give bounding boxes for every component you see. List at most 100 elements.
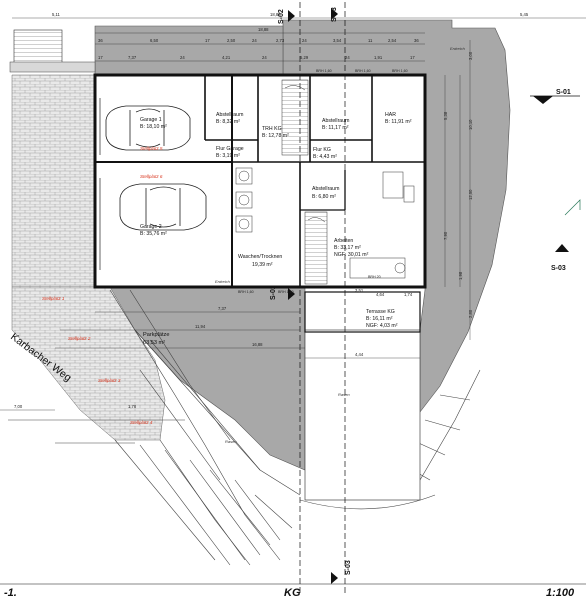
dim-mid: 4,64	[376, 292, 385, 297]
dim-mid: 1,74	[404, 292, 413, 297]
parking-labels: Stellplatz 5 Stellplatz 6 Stellplatz 1 S…	[42, 146, 163, 425]
room-name: Arbeiten	[334, 238, 353, 244]
dim-b: 4,21	[222, 55, 231, 60]
room-area: B: 18,10 m²	[140, 124, 167, 130]
driveway-paving	[8, 289, 481, 566]
dim-top-left: 5,11	[52, 12, 61, 17]
room-area: B: 16,11 m²	[366, 316, 393, 322]
room-area: 19,39 m²	[252, 262, 273, 268]
dim-b: 24	[180, 55, 185, 60]
room-area: B: 33,17 m²	[334, 245, 361, 251]
dim-b: 24	[345, 55, 350, 60]
section-label: S-03	[345, 560, 352, 575]
dim-mid: 11,94	[195, 324, 206, 329]
entry-stairs	[9, 29, 96, 73]
room-area: B: 35,76 m²	[140, 231, 167, 237]
parking-label: Stellplatz 5	[140, 146, 163, 151]
room-name: Abstellraum	[216, 112, 243, 118]
dim-a: 36	[98, 38, 103, 43]
brh-label: BRH 1,60	[238, 290, 254, 294]
terrain-fill	[94, 19, 511, 471]
dim-bottom: 1,78	[128, 404, 137, 409]
dim-mid: 7,37	[218, 306, 227, 311]
terrain-label: Erdreich	[450, 46, 466, 51]
room-area: B: 11,91 m²	[385, 119, 412, 125]
section-label: S-01	[556, 89, 571, 96]
sheet-number: -1.	[4, 587, 17, 599]
north-hint	[564, 199, 581, 216]
dim-b: 17	[98, 55, 103, 60]
dim-a: 3,54	[333, 38, 342, 43]
dim-right: 12,50	[468, 189, 473, 200]
parking-label: Stellplatz 2	[68, 336, 91, 341]
room-area: B: 8,32 m²	[216, 119, 240, 125]
room-name: Parkplätze	[143, 332, 169, 338]
parking-label: Stellplatz 1	[42, 296, 65, 301]
room-area-ngf: NGF: 4,03 m²	[366, 323, 398, 329]
section-label: S-03	[551, 265, 566, 272]
room-name: Garage 2	[140, 224, 162, 230]
dim-b: 1,91	[374, 55, 383, 60]
dim-b: 17	[410, 55, 415, 60]
dim-right: 10,10	[468, 119, 473, 130]
room-name: Flur KG	[313, 147, 331, 153]
room-name: Terrasse KG	[366, 309, 395, 315]
dimension-lines	[0, 17, 586, 411]
dim-a: 24	[252, 38, 257, 43]
dim-a: 6,50	[150, 38, 159, 43]
dim-a: 2,50	[227, 38, 236, 43]
room-name: Garage 1	[140, 117, 162, 123]
car-garage-2	[119, 183, 207, 231]
dim-right: 1,98	[458, 271, 463, 280]
lawn-label: Rasen	[338, 392, 350, 397]
brh-label: BRH 1,60	[316, 69, 332, 73]
dim-top-right: 5,45	[520, 12, 529, 17]
dim-top-overall: 18,88	[270, 12, 281, 17]
room-area: B: 11,17 m²	[322, 125, 349, 131]
office-furniture	[349, 171, 415, 279]
dim-b: 24	[262, 55, 267, 60]
section-label: S-03	[331, 7, 338, 22]
brh-label: BRH 1,60	[355, 69, 371, 73]
dim-a: 2,54	[388, 38, 397, 43]
floor-label: KG	[284, 587, 301, 599]
laundry-fixtures	[235, 167, 253, 233]
room-area: B: 4,43 m²	[313, 154, 337, 160]
dim-a: 36	[414, 38, 419, 43]
dim-a: 17	[205, 38, 210, 43]
dim-right: 2,80	[468, 309, 473, 318]
dim-right: 5,38	[443, 111, 448, 120]
section-arrows	[288, 8, 569, 584]
room-area: B: 12,78 m²	[262, 133, 289, 139]
dim-b: 5,29	[300, 55, 309, 60]
section-label: S-02	[278, 9, 285, 24]
car-garage-1	[105, 105, 191, 151]
room-name: Abstellraum	[322, 118, 349, 124]
dim-a: 2,73	[276, 38, 285, 43]
site-labels: Erdreich Erdreich Rasen Rasen BRH 1,60 B…	[215, 46, 466, 444]
dim-mid: 4,44	[355, 352, 364, 357]
dim-inner-top: 18,88	[258, 27, 269, 32]
dim-a: 24	[302, 38, 307, 43]
brh-label: BRH 1,60	[392, 69, 408, 73]
parking-label: Stellplatz 3	[98, 378, 121, 383]
dim-mid: 3,51	[355, 288, 364, 293]
brh-label: BRH 1,60	[278, 290, 294, 294]
room-name: Flur Garage	[216, 146, 244, 152]
scale-label: 1:100	[546, 587, 575, 599]
parking-label: Stellplatz 4	[130, 420, 153, 425]
parking-label: Stellplatz 6	[140, 174, 163, 179]
room-area-ngf: NGF: 30,01 m²	[334, 252, 369, 258]
dim-a: 11	[368, 38, 373, 43]
terrain-label: Erdreich	[215, 279, 231, 284]
lawn-area	[304, 329, 421, 501]
section-label: S-02	[270, 285, 277, 300]
room-name: TRH KG	[262, 126, 282, 132]
brh-label: BRH 20	[368, 275, 381, 279]
dim-mid: 16,88	[252, 342, 263, 347]
interior-stair	[281, 79, 328, 285]
room-area: B: 3,19 m²	[216, 153, 240, 159]
room-name: HAR	[385, 112, 396, 118]
room-name: Abstellraum	[312, 186, 339, 192]
